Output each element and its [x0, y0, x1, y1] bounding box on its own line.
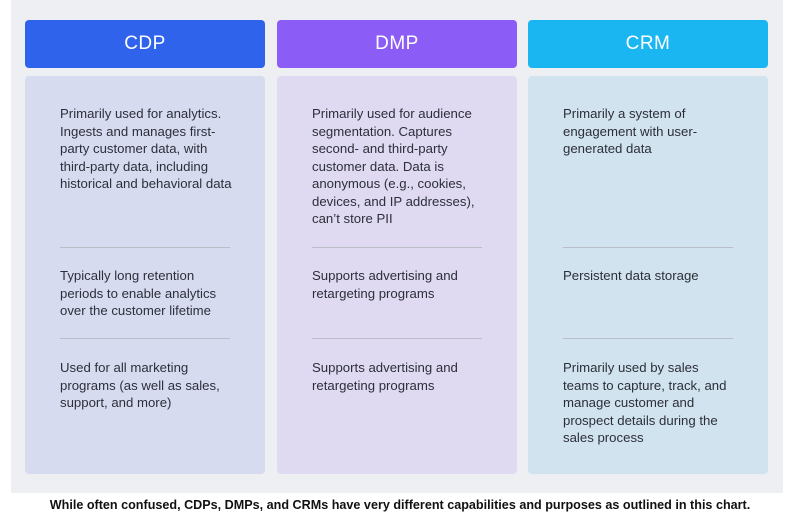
column-header-crm: CRM [528, 20, 768, 68]
divider [312, 247, 482, 248]
column-cdp: CDP Primarily used for analytics. Ingest… [25, 20, 265, 474]
crm-usage-description: Primarily used by sales teams to capture… [563, 360, 727, 445]
divider [312, 338, 482, 339]
dmp-usage-description: Supports advertising and retargeting pro… [312, 360, 458, 393]
dmp-data-description: Primarily used for audience segmentation… [312, 106, 475, 226]
dmp-retention-description: Supports advertising and retargeting pro… [312, 268, 458, 301]
column-header-cdp: CDP [25, 20, 265, 68]
cdp-usage-description: Used for all marketing programs (as well… [60, 360, 220, 410]
column-dmp: DMP Primarily used for audience segmenta… [277, 20, 517, 474]
column-crm: CRM Primarily a system of engagement wit… [528, 20, 768, 474]
divider [563, 247, 733, 248]
column-header-dmp: DMP [277, 20, 517, 68]
column-body-dmp: Primarily used for audience segmentation… [277, 76, 517, 474]
cdp-retention-description: Typically long retention periods to enab… [60, 268, 217, 318]
column-body-cdp: Primarily used for analytics. Ingests an… [25, 76, 265, 474]
column-body-crm: Primarily a system of engagement with us… [528, 76, 768, 474]
chart-caption: While often confused, CDPs, DMPs, and CR… [49, 498, 751, 512]
cdp-data-description: Primarily used for analytics. Ingests an… [60, 106, 232, 191]
divider [60, 247, 230, 248]
divider [60, 338, 230, 339]
crm-data-description: Primarily a system of engagement with us… [563, 106, 698, 156]
divider [563, 338, 733, 339]
crm-retention-description: Persistent data storage [563, 268, 699, 283]
